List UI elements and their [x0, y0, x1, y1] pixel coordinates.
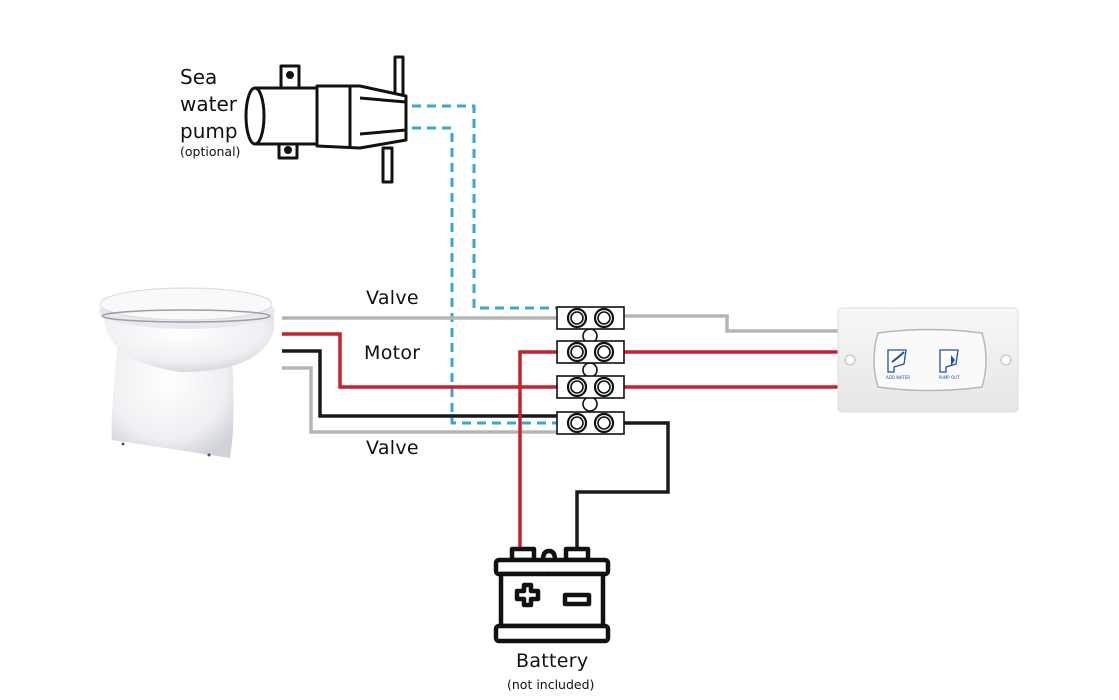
svg-text:PUMP OUT: PUMP OUT — [939, 375, 961, 380]
pump-optional-note: (optional) — [180, 144, 241, 159]
motor-negative-wire — [282, 349, 557, 418]
battery-icon — [493, 546, 611, 644]
sea-water-pump-icon — [244, 55, 408, 184]
battery-positive-wire — [518, 350, 557, 548]
plus-symbol — [514, 582, 541, 608]
terminal-row-4 — [556, 411, 625, 435]
pump-label-line-2: water — [180, 92, 237, 116]
pump-label: Sea water pump (optional) — [180, 64, 240, 159]
motor-positive-wire — [282, 332, 557, 389]
terminal-link-3 — [582, 396, 598, 412]
battery-label: Battery — [516, 650, 589, 672]
toilet-wires — [282, 316, 557, 434]
pump-wires — [412, 104, 557, 425]
terminal-row-1 — [556, 306, 625, 330]
svg-text:ADD WATER: ADD WATER — [886, 375, 910, 380]
valve-bottom-label: Valve — [366, 437, 419, 459]
pump-wire-1 — [412, 104, 557, 310]
switch-panel: ADD WATER PUMP OUT — [837, 307, 1019, 413]
terminal-row-3 — [556, 375, 625, 399]
add-water-button[interactable]: ADD WATER — [886, 349, 910, 380]
motor-label: Motor — [364, 342, 421, 364]
terminal-block — [556, 306, 625, 435]
pump-label-line-1: Sea — [180, 65, 218, 89]
pump-out-button[interactable]: PUMP OUT — [939, 349, 961, 380]
switch-valve-wire — [624, 314, 838, 333]
toilet-icon — [99, 287, 275, 458]
switch-wires — [624, 314, 838, 389]
terminal-link-2 — [582, 362, 598, 378]
valve-wire-bottom — [282, 366, 557, 434]
valve-top-label: Valve — [366, 287, 419, 309]
pump-wire-2 — [412, 126, 557, 425]
minus-symbol — [562, 592, 592, 607]
terminal-row-2 — [556, 340, 625, 364]
battery-note: (not included) — [507, 677, 595, 692]
pump-label-line-3: pump — [180, 119, 238, 143]
battery-negative-wire — [575, 421, 670, 548]
